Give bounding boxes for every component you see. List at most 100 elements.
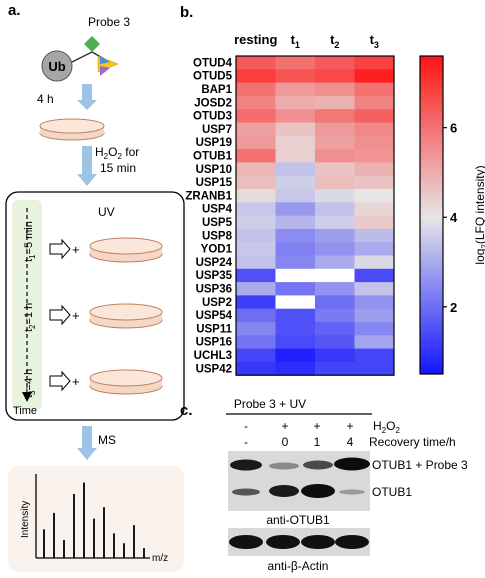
condition-row-recovery: - 0 1 4 Recovery time/h: [244, 435, 456, 449]
cond-h2o2-lane1: -: [244, 419, 248, 433]
svg-text:+: +: [72, 242, 80, 257]
heatmap-cell: [236, 109, 276, 123]
cond-recovery-lane4: 4: [347, 435, 354, 449]
heatmap-cell: [275, 215, 316, 230]
heatmap-cell: [315, 228, 355, 243]
cond-h2o2-lane4: +: [346, 419, 353, 433]
heatmap-cell: [236, 122, 276, 137]
heatmap-row-label: ZRANB1: [185, 190, 232, 202]
heatmap-cell: [315, 242, 355, 256]
heatmap-cell: [315, 189, 355, 203]
panel-a-letter: a.: [8, 2, 21, 19]
heatmap-cell: [275, 95, 316, 110]
heatmap-cell: [275, 175, 316, 190]
spectrum-peaks: [43, 482, 145, 558]
timepoint-2-label: t2=1 h: [23, 303, 37, 332]
heatmap-cell: [315, 122, 355, 137]
heatmap-cell: [236, 175, 276, 190]
ubiquitin-label: Ub: [48, 59, 65, 74]
colorbar-title: log2(LFQ intensity): [473, 165, 485, 264]
heatmap-row-label: OTUD3: [193, 111, 232, 123]
heatmap-cell: [315, 348, 355, 363]
heatmap-cell: [275, 255, 316, 270]
heatmap-cell: [275, 189, 316, 203]
heatmap-cell: [236, 268, 276, 283]
heatmap-cell: [354, 282, 395, 296]
heatmap-row-label: USP10: [196, 164, 232, 176]
probe-green-diamond-icon: [84, 36, 100, 52]
cond-recovery-lane2: 0: [282, 435, 289, 449]
heatmap-cell: [354, 135, 395, 150]
panel-a-schematic: Probe 3 Ub 4 h H2O2 for 15 min Time UV t…: [5, 15, 185, 572]
heatmap-frame: [235, 55, 395, 376]
heatmap-cell: [236, 202, 276, 216]
heatmap-row-label: USP42: [196, 363, 232, 375]
heatmap-cell: [315, 361, 355, 376]
heatmap-cell: [315, 215, 355, 230]
heatmap-cell: [315, 149, 355, 163]
heatmap-cell: [315, 202, 355, 216]
band-otub1-probe: [230, 457, 370, 471]
heatmap-cell: [236, 335, 276, 349]
heatmap-cell: [315, 175, 355, 190]
heatmap-cell: [275, 202, 316, 216]
heatmap-cell: [354, 109, 395, 123]
colorbar: [419, 55, 444, 375]
heatmap-cell: [354, 82, 395, 97]
heatmap-row-label: USP4: [202, 204, 233, 216]
blot-header: Probe 3 + UV: [234, 397, 306, 411]
step2-label-line2: 15 min: [100, 161, 136, 175]
heatmap-cell: [354, 322, 395, 336]
colorbar-tick-label: 6: [450, 121, 457, 136]
heatmap-row-label: USP15: [196, 177, 233, 189]
heatmap-cell: [275, 135, 316, 150]
cond-h2o2-lane3: +: [313, 419, 320, 433]
heatmap-cell: [275, 82, 316, 97]
heatmap-cell: [275, 122, 316, 137]
heatmap-row-label: YOD1: [201, 244, 233, 256]
heatmap-cell: [236, 215, 276, 230]
heatmap-cell: [354, 122, 395, 137]
band-otub1: [232, 484, 365, 498]
heatmap-cell: [275, 308, 316, 323]
heatmap-cell: [275, 348, 316, 363]
heatmap-row-label: USP11: [196, 323, 232, 335]
heatmap-cell: [354, 308, 395, 323]
heatmap-cell: [315, 56, 355, 70]
heatmap-cell: [354, 295, 395, 310]
timepoint-row-1: +: [49, 237, 163, 263]
band-actin: [229, 535, 369, 549]
heatmap-cell: [315, 109, 355, 123]
heatmap-cell: [354, 335, 395, 349]
heatmap-cell: [354, 361, 395, 376]
heatmap-cell: [275, 149, 316, 163]
heatmap-cell: [236, 295, 276, 310]
heatmap-cell: [275, 268, 316, 283]
timepoint-row-2: +: [49, 303, 163, 329]
heatmap-cell: [354, 215, 395, 230]
probe-label: Probe 3: [88, 15, 130, 29]
heatmap-cell: [236, 242, 276, 256]
heatmap-row-label: USP24: [196, 257, 233, 269]
heatmap-cell: [236, 69, 276, 83]
heatmap-row-label: USP2: [202, 297, 232, 309]
heatmap-row-label: USP7: [202, 124, 232, 136]
heatmap-cell: [236, 162, 276, 177]
heatmap-cell: [275, 109, 316, 123]
heatmap-row-label: OTUD5: [193, 71, 233, 83]
cond-recovery-lane1: -: [244, 435, 248, 449]
heatmap-cell: [354, 56, 395, 70]
timepoint-3-label: t3=4 h: [23, 369, 37, 398]
heatmap-cell: [236, 149, 276, 163]
heatmap-cell: [315, 282, 355, 296]
step1-label: 4 h: [37, 92, 54, 106]
svg-text:+: +: [72, 308, 80, 323]
heatmap-row-label: USP5: [202, 217, 233, 229]
heatmap-cell: [315, 268, 355, 283]
heatmap-cell: [354, 95, 395, 110]
heatmap-cell: [354, 255, 395, 270]
cond-recovery-lane3: 1: [314, 435, 321, 449]
heatmap-cell: [354, 149, 395, 163]
heatmap-row-label: OTUB1: [193, 150, 233, 162]
